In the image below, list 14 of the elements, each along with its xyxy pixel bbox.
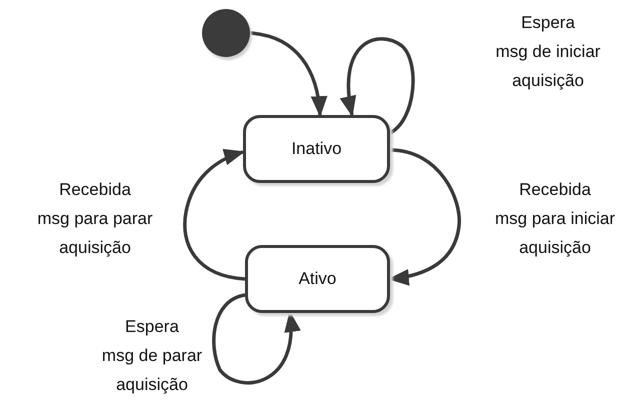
state-name: Ativo (298, 269, 336, 289)
transition-arrow (388, 148, 461, 286)
self-loop-arrow (212, 293, 300, 384)
transition-arrow (250, 31, 327, 118)
edge-label: Recebida msg para iniciar aquisição (495, 179, 615, 259)
initial-state-dot (202, 9, 250, 57)
self-loop-arrow (340, 37, 415, 134)
edge-label: Espera msg de parar aquisição (102, 316, 202, 396)
transition-arrow (183, 150, 246, 281)
state-box (245, 245, 390, 313)
state-box (243, 115, 390, 183)
edge-label: Espera msg de iniciar aquisição (496, 12, 600, 92)
edge-label: Recebida msg para parar aquisição (37, 179, 153, 259)
state-name: Inativo (291, 139, 342, 159)
